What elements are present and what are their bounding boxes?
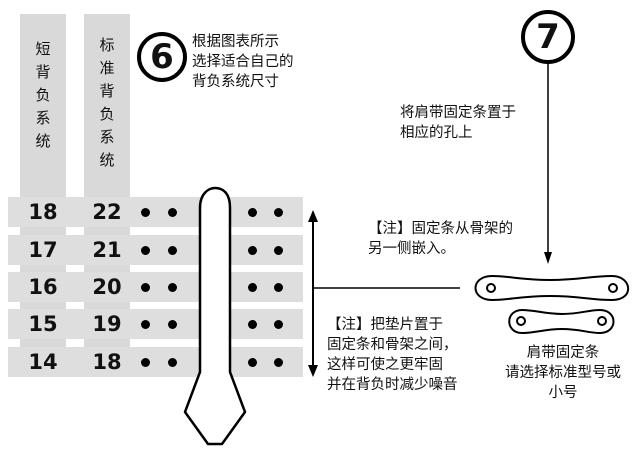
note-line: 【注】固定条从骨架的 bbox=[368, 221, 513, 237]
note-line: 【注】把垫片置于 bbox=[327, 317, 443, 333]
step6-number-badge: 6 bbox=[137, 32, 187, 82]
strap-label-line: 请选择标准型号或 bbox=[505, 365, 621, 381]
note-pad-placement: 【注】把垫片置于 固定条和骨架之间， 这样可使之更牢固 并在背负时减少噪音 bbox=[327, 315, 458, 395]
step7-number-badge: 7 bbox=[521, 10, 575, 64]
step6-number: 6 bbox=[150, 37, 174, 77]
standard-size-value: 19 bbox=[92, 312, 122, 336]
strap-label-line: 小号 bbox=[548, 385, 578, 401]
step6-line: 背负系统尺寸 bbox=[192, 74, 279, 90]
strap-label-line: 肩带固定条 bbox=[526, 345, 600, 361]
step6-instruction: 根据图表所示 选择适合自己的 背负系统尺寸 bbox=[192, 32, 294, 92]
note-line: 另一侧嵌入。 bbox=[368, 241, 455, 257]
step7-line: 相应的孔上 bbox=[400, 125, 473, 141]
strap-stay-label: 肩带固定条 请选择标准型号或 小号 bbox=[488, 343, 638, 403]
hole-dot bbox=[274, 246, 283, 255]
standard-size-value: 22 bbox=[92, 200, 122, 224]
hole-dot bbox=[141, 283, 150, 292]
step6-line: 选择适合自己的 bbox=[192, 54, 294, 70]
hole-dot bbox=[168, 208, 177, 217]
short-size-value: 15 bbox=[28, 312, 58, 336]
hole-dot bbox=[248, 283, 257, 292]
short-column-label: 短背负系统 bbox=[35, 40, 51, 150]
step7-line: 将肩带固定条置于 bbox=[400, 105, 516, 121]
short-size-value: 14 bbox=[28, 350, 58, 374]
hole-dot bbox=[168, 358, 177, 367]
note-insert-direction: 【注】固定条从骨架的 另一侧嵌入。 bbox=[368, 219, 513, 259]
note-line: 固定条和骨架之间， bbox=[327, 337, 458, 353]
hole-dot bbox=[141, 358, 150, 367]
note-line: 这样可使之更牢固 bbox=[327, 357, 443, 373]
step7-instruction: 将肩带固定条置于 相应的孔上 bbox=[400, 103, 516, 143]
hole-dot bbox=[141, 246, 150, 255]
standard-size-value: 18 bbox=[92, 350, 122, 374]
standard-column-label: 标准背负系统 bbox=[99, 36, 115, 169]
hole-dot bbox=[248, 320, 257, 329]
step6-line: 根据图表所示 bbox=[192, 34, 279, 50]
hole-dot bbox=[274, 208, 283, 217]
hole-dot bbox=[274, 283, 283, 292]
standard-size-value: 20 bbox=[92, 275, 122, 299]
standard-size-value: 21 bbox=[92, 238, 122, 262]
short-size-value: 17 bbox=[28, 238, 58, 262]
hole-dot bbox=[168, 246, 177, 255]
hole-dot bbox=[274, 320, 283, 329]
hole-dot bbox=[141, 320, 150, 329]
hole-dot bbox=[168, 283, 177, 292]
short-size-value: 16 bbox=[28, 275, 58, 299]
hole-dot bbox=[168, 320, 177, 329]
hole-dot bbox=[141, 208, 150, 217]
hole-dot bbox=[248, 358, 257, 367]
hole-dot bbox=[248, 208, 257, 217]
hole-dot bbox=[274, 358, 283, 367]
step7-number: 7 bbox=[536, 17, 560, 57]
short-size-value: 18 bbox=[28, 200, 58, 224]
note-line: 并在背负时减少噪音 bbox=[327, 377, 458, 393]
hole-dot bbox=[248, 246, 257, 255]
